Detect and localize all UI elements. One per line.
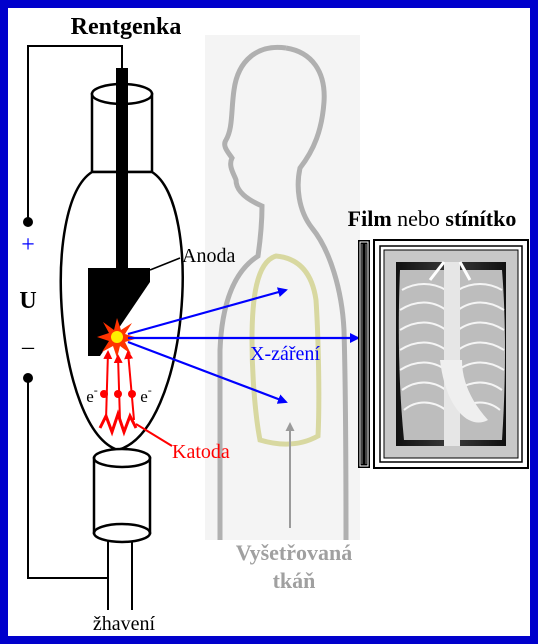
minus-terminal	[23, 373, 33, 383]
film-or: nebo	[392, 206, 446, 231]
plus-terminal	[23, 217, 33, 227]
cathode-label: Katoda	[172, 441, 230, 463]
xray-label: X-záření	[250, 343, 320, 365]
tissue-label-line2: tkáň	[273, 568, 316, 593]
electron-label-left-e: e	[86, 387, 94, 406]
chest-xray-image	[396, 262, 506, 446]
electron-dots	[100, 390, 136, 398]
film-word: Film	[348, 206, 392, 231]
electron-label-left-sup: -	[94, 383, 98, 397]
title-label: Rentgenka	[71, 14, 182, 40]
film-title: Film nebo stínítko	[348, 206, 517, 231]
anode-rod	[116, 68, 128, 274]
anode-label: Anoda	[182, 245, 235, 267]
voltage-label: U	[19, 288, 36, 314]
tissue-label-line1: Vyšetřovaná	[236, 540, 353, 565]
electron-label-right-e: e	[140, 387, 148, 406]
film-screen-word: stínítko	[445, 206, 516, 231]
electron-label-right-sup: -	[148, 383, 152, 397]
body-silhouette	[205, 35, 360, 540]
plus-label: +	[21, 232, 35, 258]
heating-label: žhavení	[93, 613, 156, 635]
minus-label: –	[21, 334, 35, 360]
